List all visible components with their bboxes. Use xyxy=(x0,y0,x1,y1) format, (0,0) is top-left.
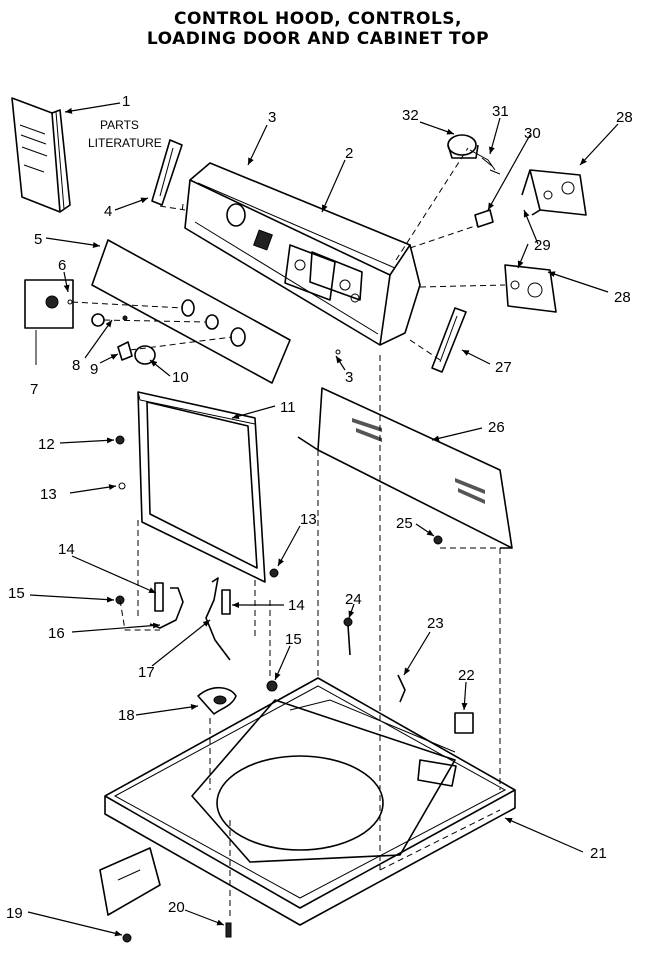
callout-23: 23 xyxy=(427,615,444,632)
left-end-cap xyxy=(151,139,183,206)
callout-21: 21 xyxy=(590,845,607,862)
callout-16: 16 xyxy=(48,625,65,642)
callout-6: 6 xyxy=(58,257,66,274)
leader-lines xyxy=(27,102,619,937)
callout-2: 2 xyxy=(345,145,353,162)
loading-door xyxy=(137,391,266,583)
callout-13-left: 13 xyxy=(40,486,57,503)
switch-hardware xyxy=(474,157,501,228)
parts-literature-label-1: PARTS xyxy=(100,118,139,132)
door-hinge-parts xyxy=(115,577,231,661)
timer-lower xyxy=(504,264,557,313)
callout-32: 32 xyxy=(402,107,419,124)
callout-12: 12 xyxy=(38,436,55,453)
timer-upper xyxy=(521,169,587,216)
callout-11: 11 xyxy=(280,399,296,416)
cabinet-top xyxy=(104,677,516,926)
callout-18: 18 xyxy=(118,707,135,724)
guide-lines-right xyxy=(395,147,506,361)
callout-17: 17 xyxy=(138,664,155,681)
callout-24: 24 xyxy=(345,591,362,608)
callout-20: 20 xyxy=(168,899,185,916)
pressure-switch xyxy=(447,134,496,171)
callout-30: 30 xyxy=(524,125,541,142)
callout-26: 26 xyxy=(488,419,505,436)
parts-literature-booklet xyxy=(11,97,71,213)
alignment-lines xyxy=(119,355,501,920)
callout-15-right: 15 xyxy=(285,631,302,648)
hinge-bracket xyxy=(99,847,161,916)
callout-27: 27 xyxy=(495,359,512,376)
callout-31: 31 xyxy=(492,103,509,120)
control-hood-console xyxy=(184,162,421,346)
callout-3-bottom: 3 xyxy=(345,369,353,386)
callout-8: 8 xyxy=(72,357,80,374)
callout-4: 4 xyxy=(104,203,112,220)
callout-25: 25 xyxy=(396,515,413,532)
rear-panel xyxy=(297,387,513,549)
guide-line-left xyxy=(159,203,186,214)
right-end-cap xyxy=(431,307,467,373)
callout-9: 9 xyxy=(90,361,98,378)
knob-assembly xyxy=(24,279,246,365)
door-handle xyxy=(197,686,237,715)
callout-10: 10 xyxy=(172,369,189,386)
callout-15-left: 15 xyxy=(8,585,25,602)
callout-7: 7 xyxy=(30,381,38,398)
callout-13-right: 13 xyxy=(300,511,317,528)
hardware-screws xyxy=(115,349,474,943)
control-panel-overlay xyxy=(91,239,291,384)
callout-29: 29 xyxy=(534,237,551,254)
callout-28-bottom: 28 xyxy=(614,289,631,306)
callout-1: 1 xyxy=(122,93,130,110)
parts-literature-label-2: LITERATURE xyxy=(88,136,162,150)
callout-22: 22 xyxy=(458,667,475,684)
callout-14-left: 14 xyxy=(58,541,75,558)
diagram-title-line1: CONTROL HOOD, CONTROLS, xyxy=(174,9,462,29)
callout-5: 5 xyxy=(34,231,42,248)
callout-14-right: 14 xyxy=(288,597,305,614)
diagram-title-line2: LOADING DOOR AND CABINET TOP xyxy=(147,29,489,49)
callout-labels: 1 2 3 3 4 5 6 7 8 9 10 11 12 13 13 14 14… xyxy=(6,93,633,922)
callout-3-top: 3 xyxy=(268,109,276,126)
callout-28-top: 28 xyxy=(616,109,633,126)
callout-19: 19 xyxy=(6,905,23,922)
